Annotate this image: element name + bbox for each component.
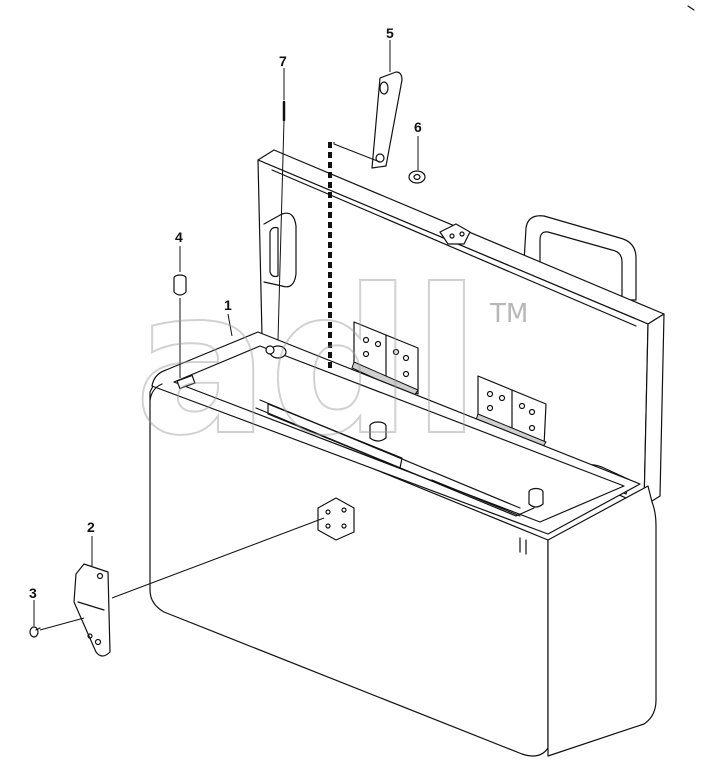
strike-plate	[317, 497, 355, 541]
corner-mark	[687, 5, 695, 11]
leader-3-latch	[39, 617, 85, 631]
callout-2: 2	[87, 519, 95, 535]
part-2-latch	[73, 563, 111, 657]
callout-6: 6	[414, 119, 422, 135]
part-6-washer	[408, 170, 426, 184]
rim-boss-1	[369, 421, 387, 442]
toolbox-body	[149, 331, 657, 757]
svg-text:TM: TM	[489, 299, 528, 329]
toolbox-lid	[257, 149, 665, 507]
part-5-stay	[371, 71, 403, 169]
part-4-foot	[173, 274, 187, 378]
rim-boss-2	[528, 487, 544, 508]
callout-1: 1	[224, 297, 232, 313]
callout-4: 4	[175, 229, 183, 245]
callout-5: 5	[386, 25, 394, 41]
part-3-screw	[29, 626, 41, 638]
watermark: adl TM	[133, 246, 528, 481]
callout-7: 7	[279, 53, 287, 69]
callout-3: 3	[29, 585, 37, 601]
svg-text:adl: adl	[134, 247, 481, 480]
leader-1	[227, 313, 233, 337]
leader-2-strike	[111, 517, 325, 599]
part-7-pin	[265, 100, 287, 359]
